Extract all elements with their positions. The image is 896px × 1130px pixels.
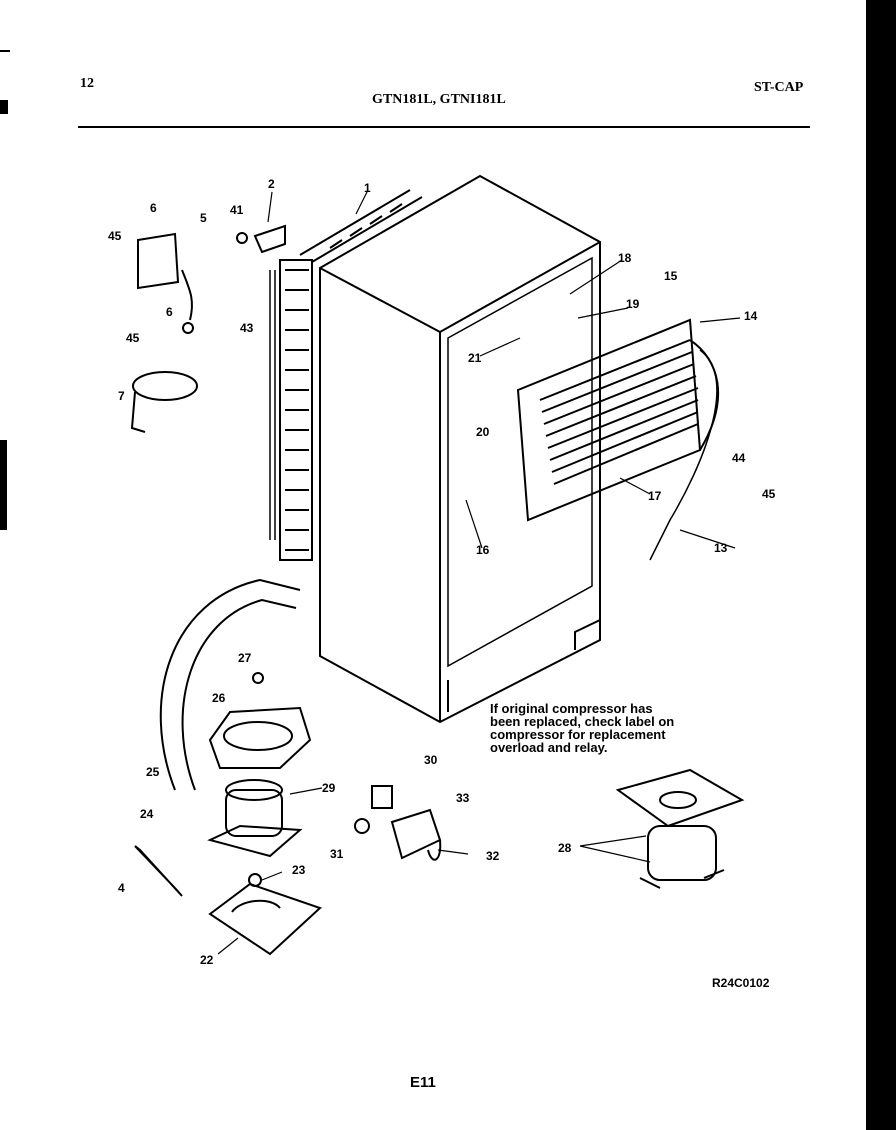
- callout-label: 45: [126, 331, 140, 345]
- compressor-assembly: [134, 672, 322, 956]
- scan-edge-bar: [866, 0, 896, 1130]
- callout-label: 45: [108, 229, 122, 243]
- replacement-compressor: [615, 768, 745, 889]
- callout-label: 7: [118, 389, 125, 403]
- callout-label: 30: [424, 753, 438, 767]
- scan-mark: [0, 50, 10, 52]
- callout-label: 6: [150, 201, 157, 215]
- note-line: compressor for replacement: [490, 727, 666, 742]
- callout-label: 5: [200, 211, 207, 225]
- callout-label: 33: [456, 791, 470, 805]
- callout-label: 18: [618, 251, 632, 265]
- callout-label: 26: [212, 691, 226, 705]
- callout-labels: 1 2 41 6 5 45 6 43 45 7 18 15 19 14 21 2…: [108, 177, 776, 967]
- callout-label: 16: [476, 543, 490, 557]
- evaporator: [516, 318, 720, 561]
- callout-label: 13: [714, 541, 728, 555]
- callout-label: 31: [330, 847, 344, 861]
- refrigerator-cabinet: [319, 174, 601, 724]
- compressor-replacement-note: If original compressor has been replaced…: [490, 702, 674, 754]
- model-numbers: GTN181L, GTNI181L: [372, 92, 506, 107]
- callout-label: 2: [268, 177, 275, 191]
- section-code: ST-CAP: [754, 80, 804, 95]
- callout-label: 19: [626, 297, 640, 311]
- callout-label: 44: [732, 451, 746, 465]
- condenser-coil: [269, 189, 423, 561]
- note-line: overload and relay.: [490, 740, 608, 755]
- page-footer: E11: [410, 1074, 436, 1091]
- scan-mark: [0, 440, 7, 530]
- callout-leaders: [217, 189, 741, 955]
- callout-label: 45: [762, 487, 776, 501]
- callout-label: 4: [118, 881, 125, 895]
- small-parts-top-left: [130, 224, 286, 433]
- callout-label: 24: [140, 807, 154, 821]
- relay-overload: [354, 785, 442, 861]
- callout-label: 20: [476, 425, 490, 439]
- header-rule: [78, 126, 810, 128]
- drain-hose: [159, 578, 301, 791]
- drawing-id: R24C0102: [712, 976, 770, 990]
- callout-label: 14: [744, 309, 758, 323]
- callout-label: 29: [322, 781, 336, 795]
- callout-label: 28: [558, 841, 572, 855]
- note-line: been replaced, check label on: [490, 714, 675, 729]
- callout-label: 1: [364, 181, 371, 195]
- page-number: 12: [80, 76, 94, 91]
- note-line: If original compressor has: [490, 701, 653, 716]
- callout-label: 41: [230, 203, 244, 217]
- callout-label: 22: [200, 953, 214, 967]
- scan-mark: [0, 100, 8, 114]
- callout-label: 25: [146, 765, 160, 779]
- callout-label: 17: [648, 489, 662, 503]
- callout-label: 6: [166, 305, 173, 319]
- callout-label: 43: [240, 321, 254, 335]
- callout-label: 21: [468, 351, 482, 365]
- callout-label: 32: [486, 849, 500, 863]
- callout-label: 27: [238, 651, 252, 665]
- callout-label: 23: [292, 863, 306, 877]
- callout-label: 15: [664, 269, 678, 283]
